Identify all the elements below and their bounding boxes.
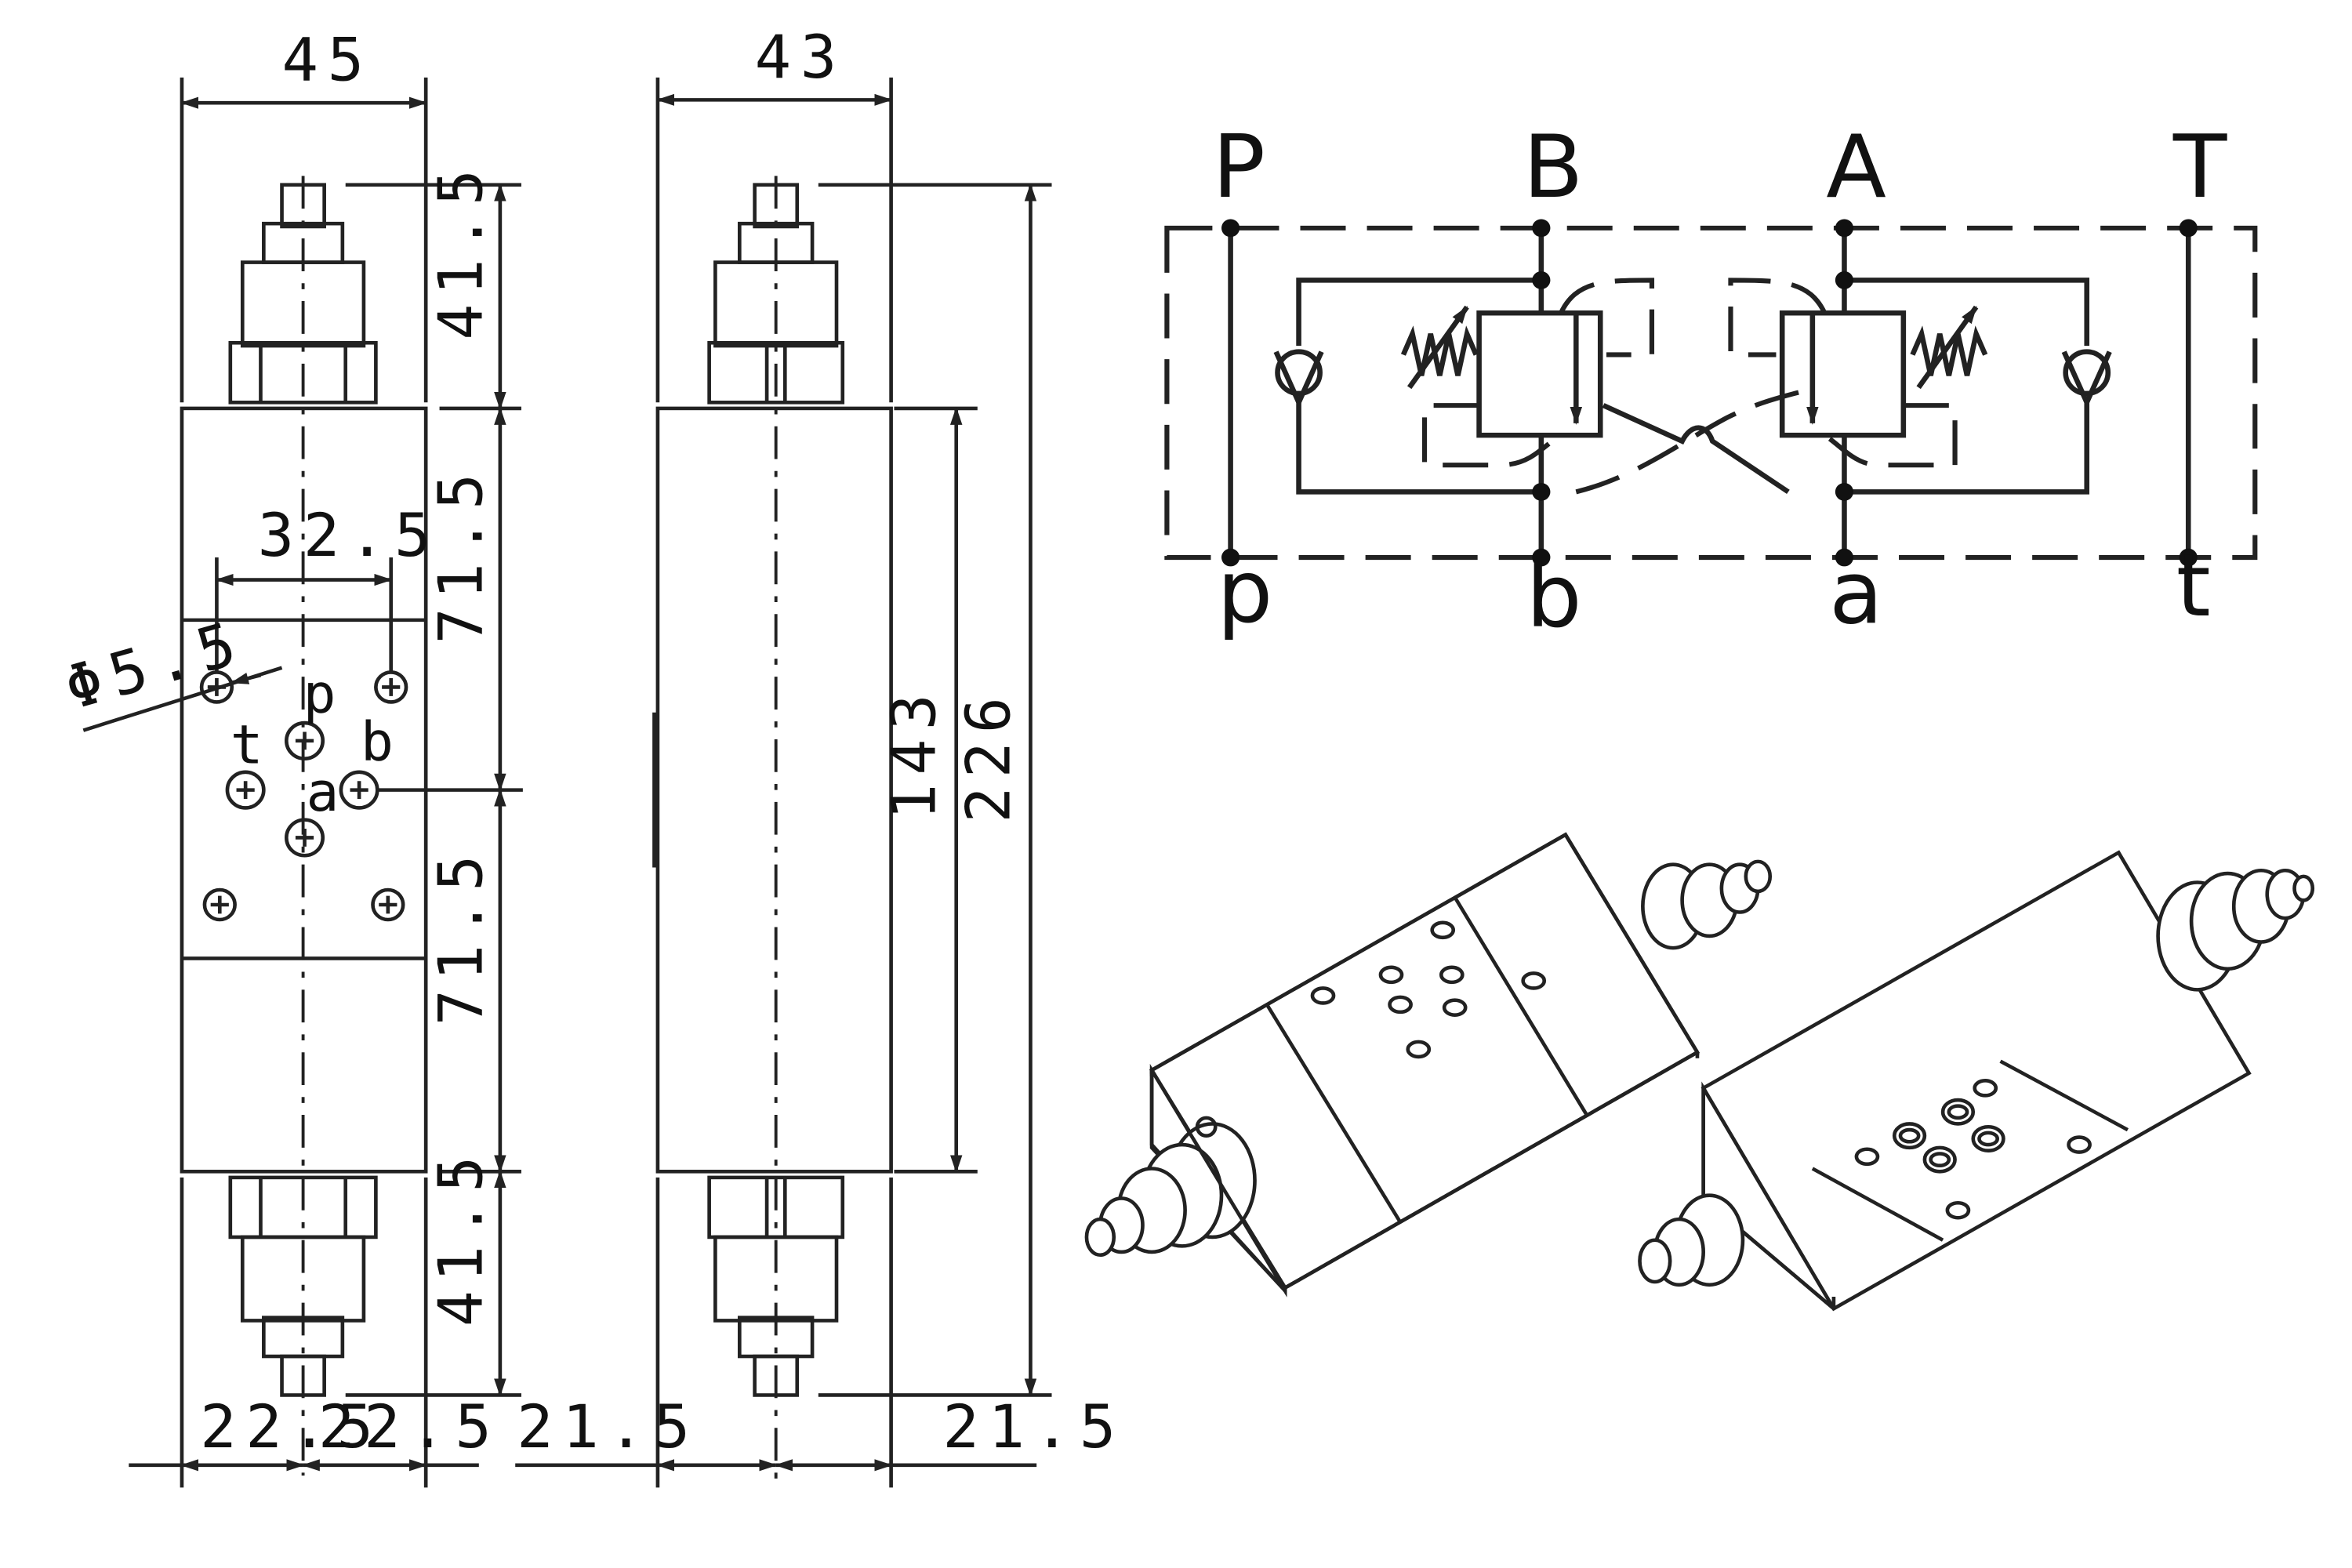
schematic-port-A: A <box>1826 118 1886 218</box>
dim-bottom-right: 22.5 <box>318 1393 501 1462</box>
side-view: 43 143 226 21.5 21.5 <box>515 23 1125 1488</box>
dim-mid-lower-height: 71.5 <box>426 846 497 1025</box>
schematic-nodes <box>1221 219 2198 567</box>
iso1-rear-fitting <box>1641 859 1773 950</box>
dim-side-width: 43 <box>755 23 846 92</box>
dim-side-bottom-right: 21.5 <box>942 1393 1125 1462</box>
iso1-holes <box>1310 920 1547 1059</box>
dim-bottom-left: 22.5 <box>200 1393 383 1462</box>
isometric-view-top <box>1084 832 1773 1298</box>
dim-front-width: 45 <box>282 26 373 95</box>
dim-body-height: 143 <box>880 685 950 820</box>
side-body <box>655 406 893 1174</box>
port-holes <box>225 720 379 858</box>
schematic-port-T: T <box>2172 118 2228 218</box>
port-label-p: p <box>303 663 336 725</box>
dim-top-fitting-height: 41.5 <box>426 161 497 340</box>
dim-mid-upper-height: 71.5 <box>426 465 497 644</box>
schematic-port-P: P <box>1212 118 1265 218</box>
isometric-view-bottom <box>1638 850 2315 1312</box>
iso2-right-fitting <box>2156 868 2315 992</box>
dim-bottom-fitting-height: 41.5 <box>426 1147 497 1327</box>
iso2-holes <box>1854 1079 2092 1220</box>
dim-hole-spacing: 32.5 <box>258 502 441 571</box>
schematic-port-a: a <box>1829 544 1883 644</box>
schematic-port-b: b <box>1526 546 1582 647</box>
schematic-port-t: t <box>2176 536 2211 637</box>
port-label-a: a <box>306 762 339 824</box>
port-label-b: b <box>361 711 394 773</box>
schematic-port-p: p <box>1217 543 1272 643</box>
dim-side-bottom-left: 21.5 <box>517 1393 699 1462</box>
front-view: p t b a 45 32.5 Φ5.5 22.5 22.5 <box>57 26 523 1488</box>
front-bottom-fitting <box>228 1175 378 1397</box>
schematic-port-B: B <box>1523 118 1584 218</box>
iso2-left-fitting <box>1638 1193 1745 1287</box>
dim-total-height: 226 <box>954 688 1025 823</box>
hydraulic-schematic: P B A T p b a t <box>1164 118 2258 647</box>
port-label-t: t <box>230 714 263 776</box>
